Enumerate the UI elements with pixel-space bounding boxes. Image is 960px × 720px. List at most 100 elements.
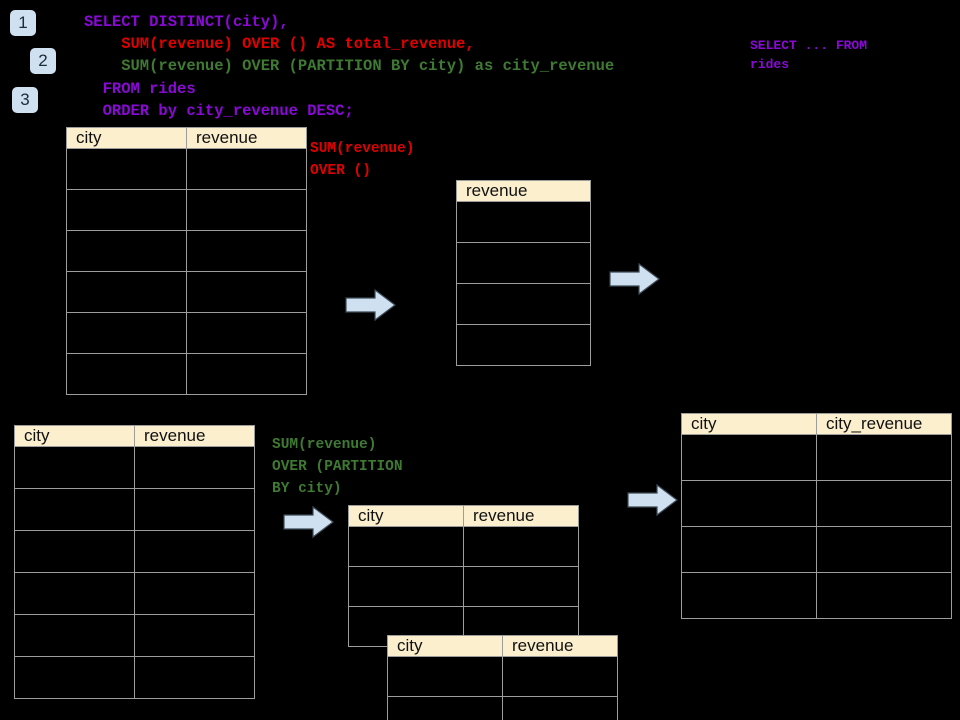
cell-city (387, 696, 503, 720)
cell-city (681, 434, 817, 481)
table-row (66, 353, 307, 395)
arrow-total-to-result (609, 262, 660, 296)
cell-revenue (186, 148, 307, 190)
cell-city (14, 614, 135, 657)
cell-city (348, 566, 464, 607)
table-row (348, 566, 579, 607)
cell-city (14, 530, 135, 573)
cell-revenue (456, 324, 591, 366)
cell-city (14, 572, 135, 615)
table-row (66, 312, 307, 354)
column-header-city: city (14, 425, 135, 447)
cell-revenue (186, 230, 307, 272)
cell-revenue (134, 656, 255, 699)
cell-city (66, 230, 187, 272)
table-row (681, 526, 952, 573)
cell-revenue (186, 353, 307, 395)
cell-revenue (456, 283, 591, 325)
cell-revenue (456, 242, 591, 284)
cell-city-revenue (816, 572, 952, 619)
table-partition-group-back: city revenue (348, 505, 579, 647)
table-row (681, 434, 952, 481)
table-rides-source: city revenue (66, 127, 307, 395)
table-row (14, 446, 255, 489)
table-header-row: city revenue (348, 505, 579, 527)
cell-city (14, 656, 135, 699)
column-header-city: city (681, 413, 817, 435)
cell-revenue (186, 189, 307, 231)
table-row (456, 242, 591, 284)
column-header-city: city (66, 127, 187, 149)
table-row (681, 480, 952, 527)
cell-revenue (502, 696, 618, 720)
table-city-revenue-result: city city_revenue (681, 413, 952, 619)
cell-city (14, 488, 135, 531)
cell-city (66, 353, 187, 395)
table-row (14, 572, 255, 615)
table-row (14, 488, 255, 531)
step-badge-2: 2 (30, 48, 56, 74)
cell-city (348, 526, 464, 567)
cell-revenue (134, 572, 255, 615)
cell-city (66, 312, 187, 354)
sql-aside-select-from-rides: SELECT ... FROM rides (750, 38, 868, 72)
cell-city (66, 189, 187, 231)
table-header-row: city revenue (66, 127, 307, 149)
cell-city (681, 572, 817, 619)
cell-revenue (134, 614, 255, 657)
column-header-revenue: revenue (502, 635, 618, 657)
cell-city (387, 656, 503, 697)
arrow-source-to-total (345, 288, 396, 322)
sql-line-order-by: ORDER by city_revenue DESC; (84, 102, 354, 120)
arrow-source-to-partition (283, 505, 334, 539)
cell-city (681, 480, 817, 527)
table-row (66, 189, 307, 231)
step-badge-1: 1 (10, 10, 36, 36)
table-total-revenue: revenue (456, 180, 591, 366)
table-header-row: city city_revenue (681, 413, 952, 435)
table-row (387, 696, 618, 720)
table-header-row: city revenue (387, 635, 618, 657)
sql-line-select-distinct: SELECT DISTINCT(city), (84, 13, 289, 31)
column-header-city: city (387, 635, 503, 657)
sql-line-total-revenue: SUM(revenue) OVER () AS total_revenue, (84, 35, 475, 53)
cell-city (66, 148, 187, 190)
table-row (14, 656, 255, 699)
cell-revenue (463, 566, 579, 607)
column-header-city-revenue: city_revenue (816, 413, 952, 435)
table-partition-group-front: city revenue (387, 635, 618, 720)
table-row (66, 148, 307, 190)
table-row (387, 656, 618, 697)
cell-city (66, 271, 187, 313)
cell-city-revenue (816, 434, 952, 481)
step-badge-3: 3 (12, 87, 38, 113)
column-header-revenue: revenue (463, 505, 579, 527)
table-row (66, 271, 307, 313)
cell-revenue (186, 271, 307, 313)
table-row (456, 201, 591, 243)
table-row (66, 230, 307, 272)
table-row (14, 530, 255, 573)
cell-city-revenue (816, 480, 952, 527)
sql-line-from-rides: FROM rides (84, 80, 196, 98)
cell-revenue (134, 488, 255, 531)
column-header-city: city (348, 505, 464, 527)
table-row (456, 283, 591, 325)
column-header-revenue: revenue (134, 425, 255, 447)
annotation-sum-over-empty: SUM(revenue) OVER () (310, 141, 415, 179)
table-header-row: city revenue (14, 425, 255, 447)
cell-revenue (463, 526, 579, 567)
cell-revenue (134, 446, 255, 489)
sql-line-city-revenue: SUM(revenue) OVER (PARTITION BY city) as… (84, 57, 615, 75)
column-header-revenue: revenue (186, 127, 307, 149)
table-row (348, 526, 579, 567)
cell-revenue (456, 201, 591, 243)
cell-revenue (502, 656, 618, 697)
annotation-sum-over-partition: SUM(revenue) OVER (PARTITION BY city) (272, 437, 403, 497)
arrow-partition-to-result (627, 483, 678, 517)
table-rides-source-partition: city revenue (14, 425, 255, 699)
cell-revenue (134, 530, 255, 573)
cell-revenue (186, 312, 307, 354)
table-row (681, 572, 952, 619)
